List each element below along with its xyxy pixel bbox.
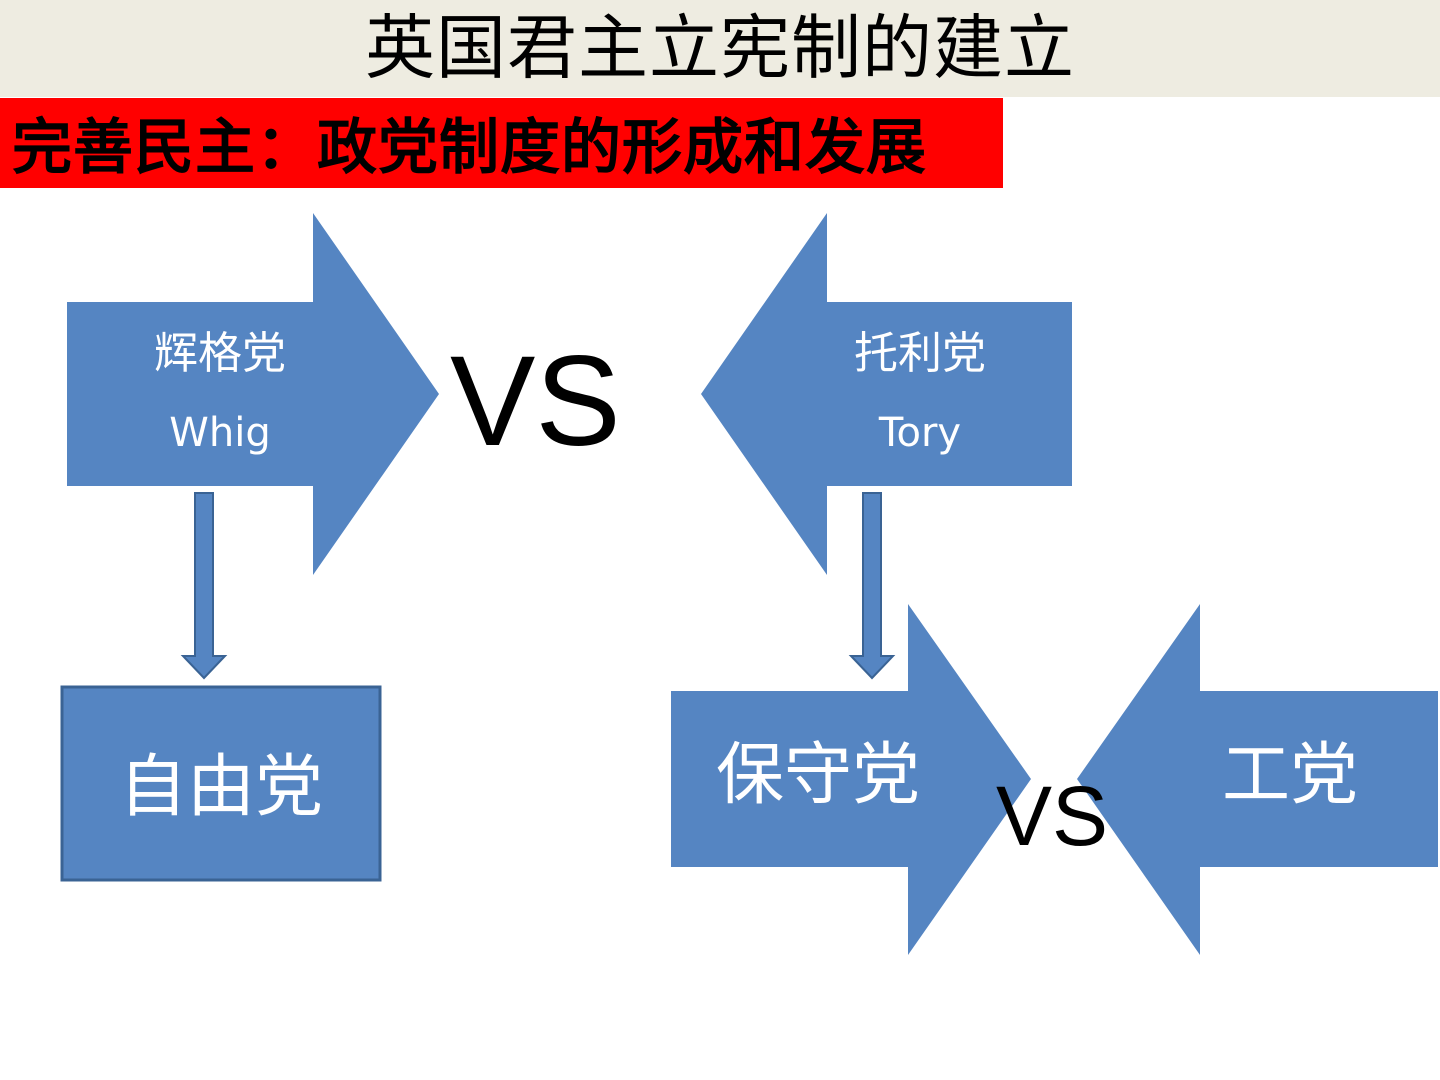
tory-arrow-shape <box>701 213 1072 575</box>
vs-bottom-label: VS <box>996 769 1109 863</box>
liberal-label: 自由党 <box>118 748 323 827</box>
slide-title: 英国君主立宪制的建立 <box>365 7 1075 89</box>
conservative-arrow-shape <box>671 604 1031 955</box>
tory-cn-label: 托利党 <box>854 328 986 379</box>
vs-top-label: VS <box>450 330 621 473</box>
whig-arrow-shape <box>67 213 439 575</box>
subtitle-banner: 完善民主：政党制度的形成和发展 <box>0 98 1003 188</box>
labour-arrow-shape <box>1077 604 1438 955</box>
tory-en-label: Tory <box>878 410 962 456</box>
whig-cn-label: 辉格党 <box>154 328 286 379</box>
title-bar <box>0 0 1440 97</box>
down-arrow-whig-to-liberal <box>180 492 228 680</box>
subtitle-text: 完善民主：政党制度的形成和发展 <box>12 113 927 183</box>
whig-en-label: Whig <box>169 410 271 456</box>
liberal-box <box>60 685 382 882</box>
labour-label: 工党 <box>1221 736 1358 815</box>
conservative-label: 保守党 <box>715 736 920 815</box>
down-arrow-tory-to-conservative <box>848 492 896 680</box>
